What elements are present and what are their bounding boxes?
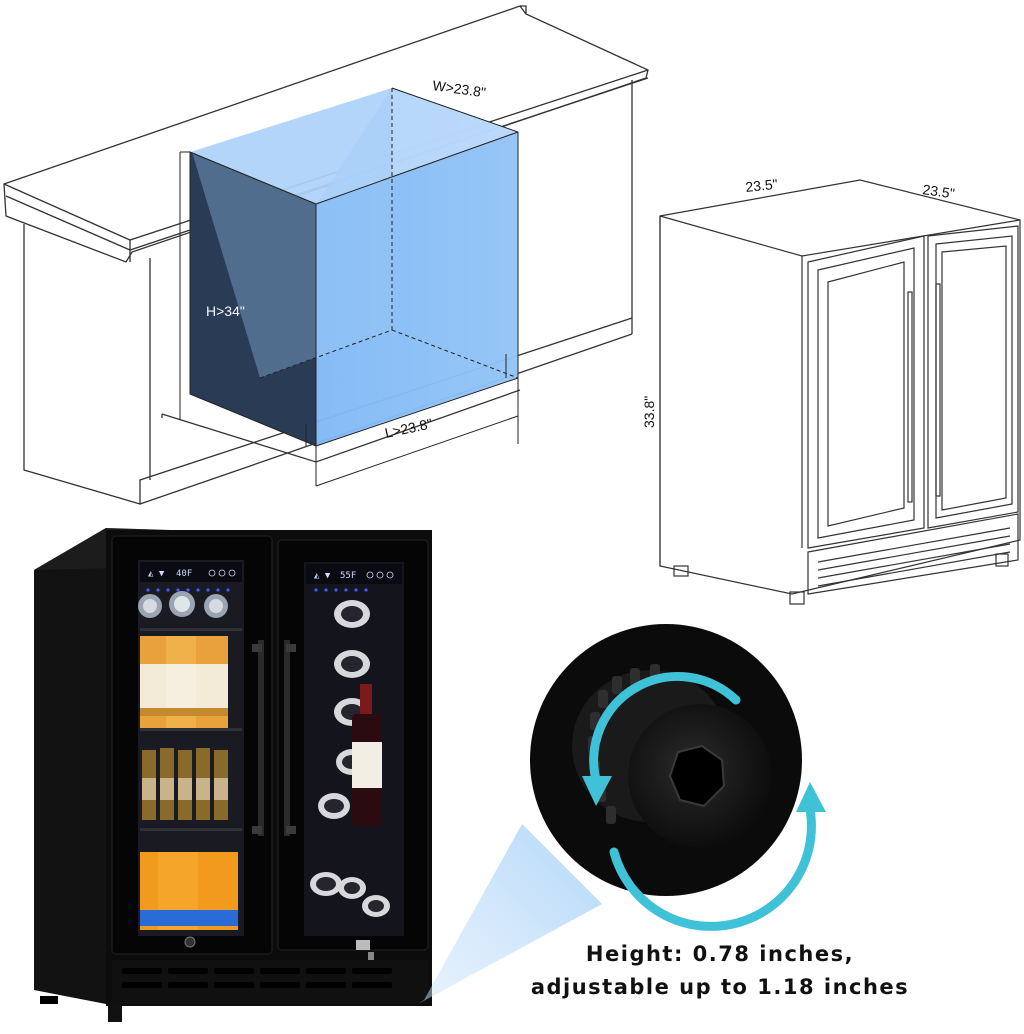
fridge-depth-label: 23.5" xyxy=(922,181,956,201)
opening-height-label: H>34" xyxy=(206,303,245,319)
leg-caption: Height: 0.78 inches, adjustable up to 1.… xyxy=(470,938,970,1004)
fridge-width-label: 23.5" xyxy=(745,176,779,195)
display-icons-right: ◭ ▼ xyxy=(314,571,331,581)
cabinet-opening-box xyxy=(179,87,519,487)
left-temperature-display: 40F xyxy=(176,569,192,579)
caption-line-2: adjustable up to 1.18 inches xyxy=(530,975,910,999)
leveling-leg-zoom xyxy=(530,624,802,896)
caption-line-1: Height: 0.78 inches, xyxy=(585,942,855,966)
right-temperature-display: 55F xyxy=(340,571,356,581)
fridge-height-label: 33.8" xyxy=(641,396,657,428)
fridge-line-drawing xyxy=(659,179,1021,605)
fridge-product-image xyxy=(34,528,432,1022)
display-icons-left: ◭ ▼ xyxy=(148,569,165,579)
hex-socket xyxy=(668,744,726,808)
rotation-arrow-icon xyxy=(589,672,816,931)
opening-width-label: W>23.8" xyxy=(432,77,487,100)
zoom-beam xyxy=(418,824,602,1004)
